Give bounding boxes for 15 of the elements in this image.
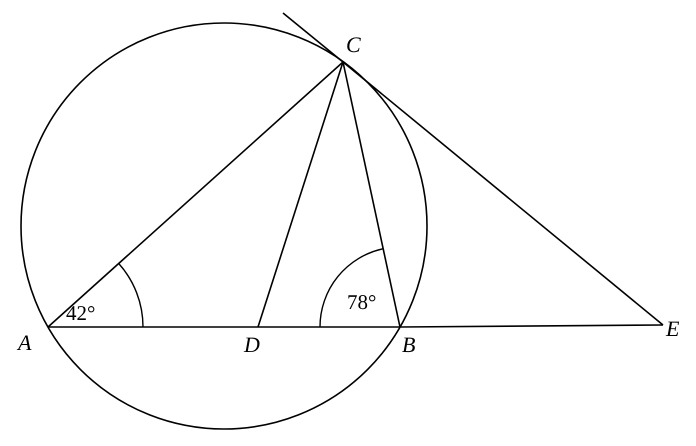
line-segment xyxy=(400,324,663,328)
line-segment xyxy=(342,61,664,326)
point-label: A xyxy=(18,332,32,354)
line-segment xyxy=(47,61,344,328)
line-segment xyxy=(258,326,400,328)
angle-label: 42° xyxy=(66,303,96,324)
angle-label: 78° xyxy=(347,292,376,313)
point-label: B xyxy=(402,334,416,356)
line-segment xyxy=(257,62,344,328)
line-segment xyxy=(282,12,344,63)
point-label: D xyxy=(244,334,260,356)
line-segment xyxy=(48,326,258,328)
point-label: C xyxy=(346,34,361,56)
line-segment xyxy=(342,62,401,328)
point-label: E xyxy=(666,318,680,340)
